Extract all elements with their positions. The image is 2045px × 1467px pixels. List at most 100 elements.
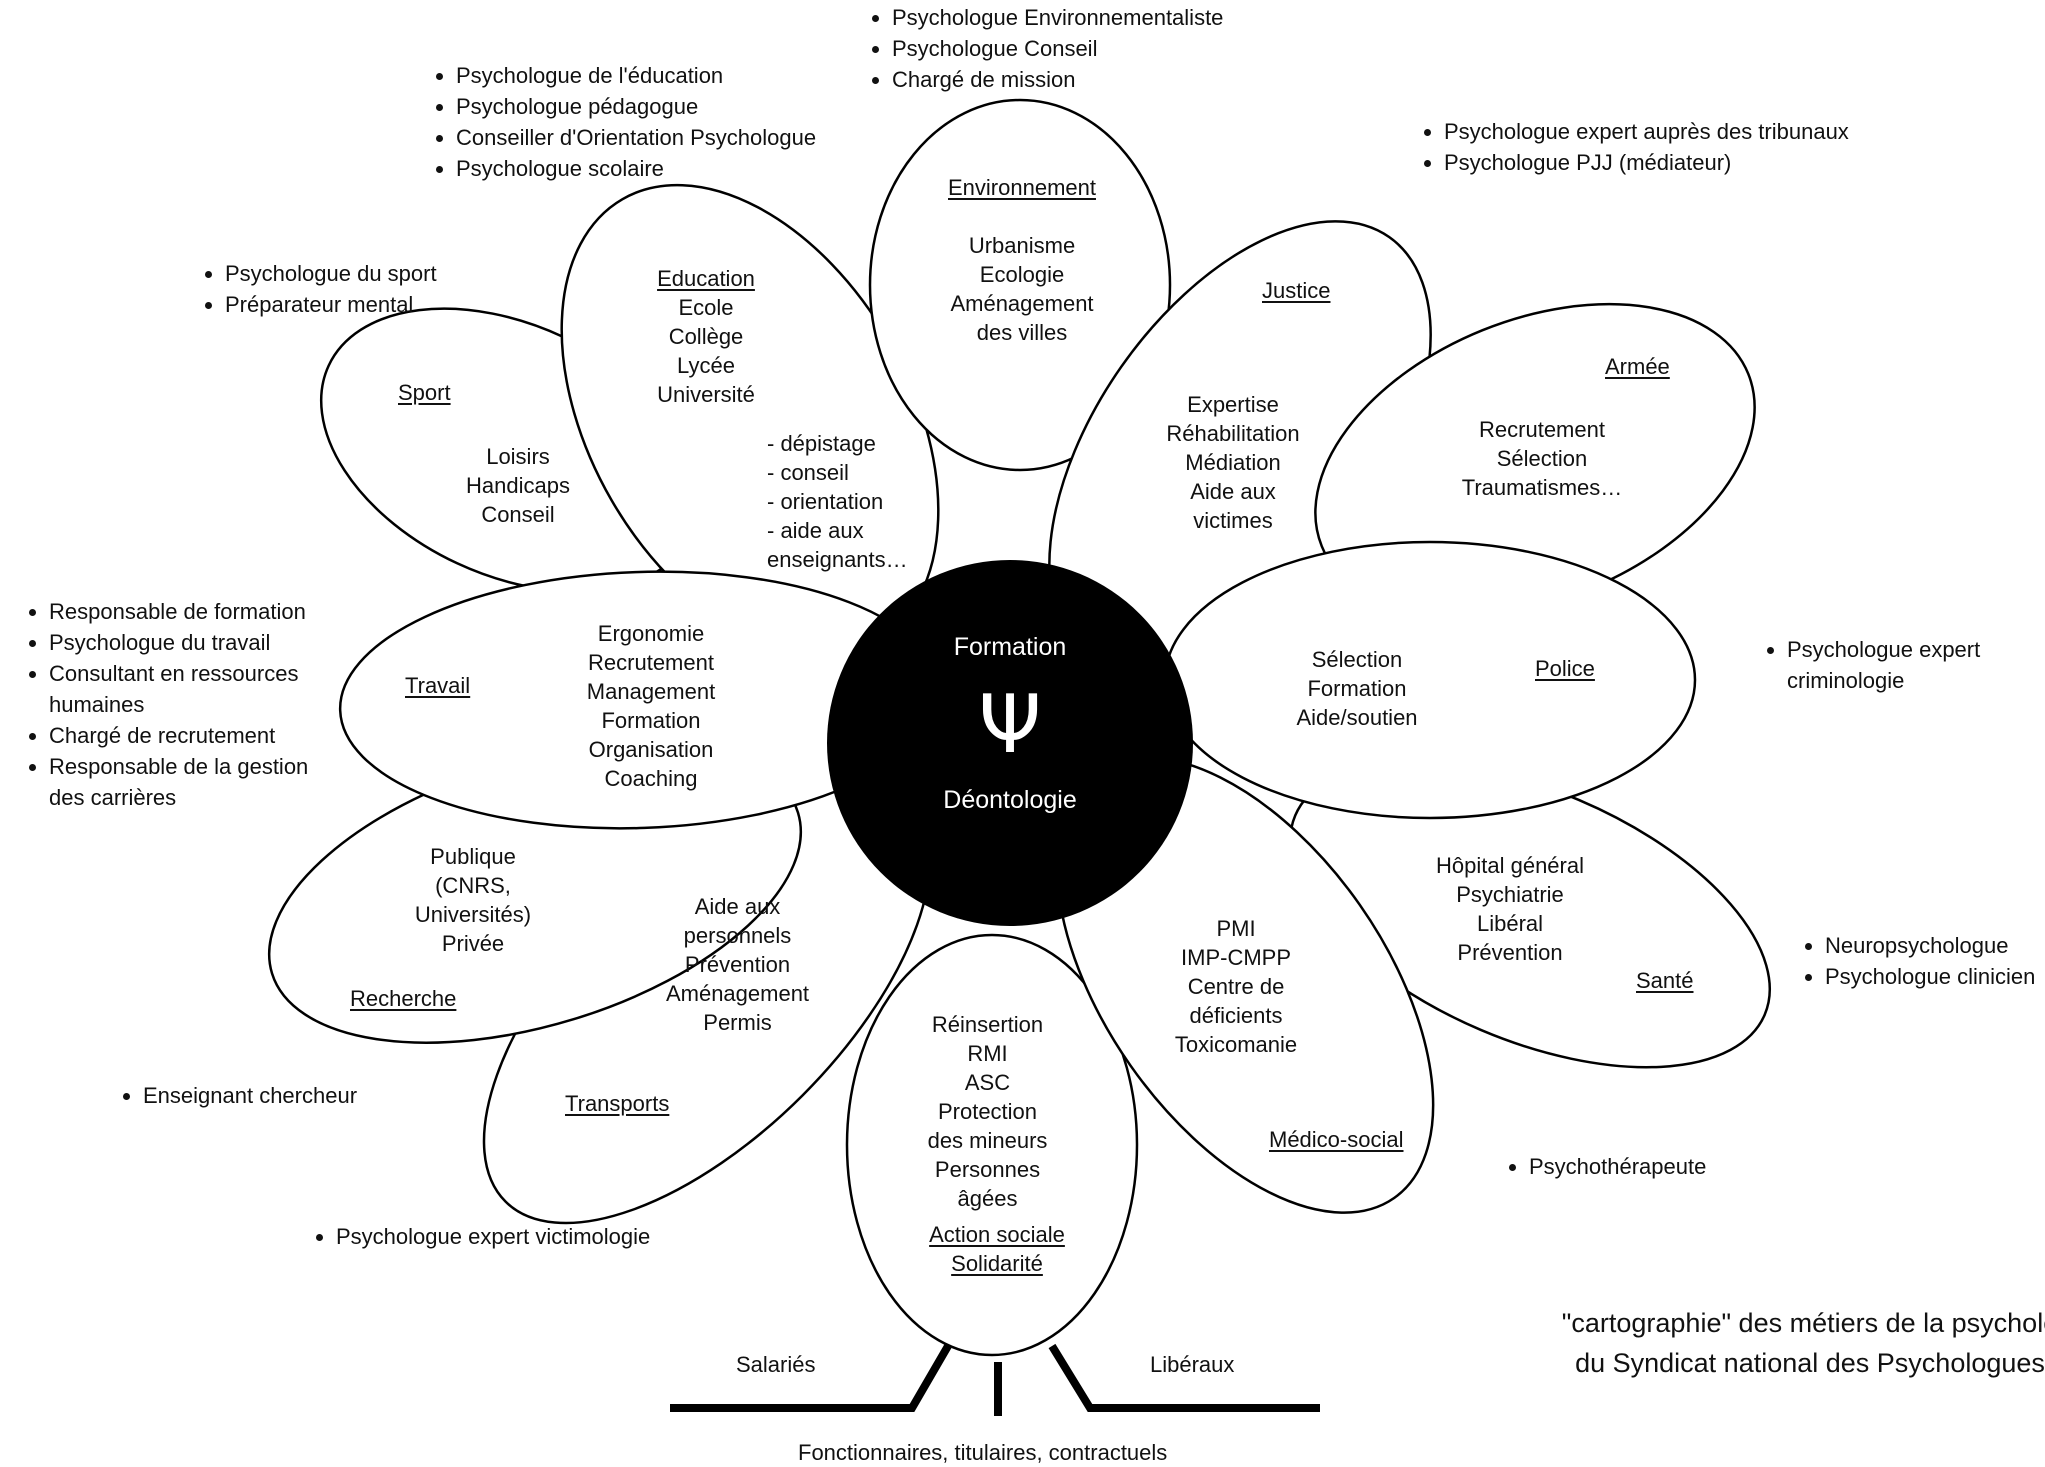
petal-title-solidarite: Solidarité (951, 1251, 1043, 1276)
task-line: - conseil (767, 460, 849, 485)
roots (670, 1343, 1320, 1416)
petal-content-transports: Aide aux personnels Prévention Aménageme… (655, 892, 820, 1037)
petal-line: Aménagement (665, 981, 810, 1006)
petal-line: Permis (703, 1010, 772, 1035)
petal-line: IMP-CMPP (1181, 945, 1291, 970)
root-right (1048, 1343, 1320, 1412)
petal-line: Université (657, 382, 755, 407)
petal-line: Réhabilitation (1166, 421, 1300, 446)
petal-tasks-education: - dépistage - conseil - orientation - ai… (767, 429, 908, 574)
petal-content-sante: Hôpital général Psychiatrie Libéral Prév… (1415, 851, 1605, 967)
job-item: Enseignant chercheur (143, 1080, 357, 1111)
job-item: Chargé de mission (892, 64, 1223, 95)
job-item: Consultant en ressources humaines (49, 658, 334, 720)
center-disc (827, 560, 1193, 926)
petal-line: Lycée (677, 353, 735, 378)
job-item: Psychologue du travail (49, 627, 334, 658)
root-left (670, 1343, 952, 1412)
petal-line: Formation (1307, 676, 1407, 701)
petal-line: Aide aux (1190, 479, 1276, 504)
task-line: - aide aux (767, 518, 864, 543)
petal-line: Organisation (588, 737, 714, 762)
root-label-liberaux: Libéraux (1150, 1352, 1235, 1377)
petal-line: Recrutement (588, 650, 714, 675)
task-line: - orientation (767, 489, 884, 514)
caption: "cartographie" des métiers de la psychol… (1530, 1303, 2045, 1383)
petal-line: Recrutement (1479, 417, 1605, 442)
petal-line: Loisirs (486, 444, 550, 469)
job-item: Neuropsychologue (1825, 930, 2035, 961)
job-item: Conseiller d'Orientation Psychologue (456, 122, 816, 153)
caption-line-1: "cartographie" des métiers de la psychol… (1561, 1308, 2045, 1338)
petal-line: Prévention (684, 952, 791, 977)
petal-line: Réinsertion (931, 1012, 1044, 1037)
job-item: Responsable de la gestion des carrières (49, 751, 334, 813)
petal-line: Formation (601, 708, 701, 733)
petal-sante (1288, 761, 1772, 1069)
petal-title-sante: Santé (1636, 968, 1694, 993)
job-item: Psychologue scolaire (456, 153, 816, 184)
petal-title-medico-social: Médico-social (1269, 1127, 1404, 1152)
petal-line: PMI (1216, 916, 1256, 941)
petal-line: Universités) (414, 902, 532, 927)
petal-line: Médiation (1185, 450, 1281, 475)
petal-line: Management (586, 679, 716, 704)
petal-action-sociale (845, 933, 1139, 1357)
job-item: Psychologue expert auprès des tribunaux (1444, 116, 1849, 147)
petal-line: Personnes (934, 1157, 1041, 1182)
petal-line: Aide aux (694, 894, 781, 919)
job-list-travail: Responsable de formation Psychologue du … (21, 596, 334, 813)
petal-line: Handicaps (466, 473, 570, 498)
job-item: Responsable de formation (49, 596, 334, 627)
job-list-sante: Neuropsychologue Psychologue clinicien (1797, 930, 2035, 992)
petal-line: Toxicomanie (1174, 1032, 1298, 1057)
petal-content-travail: Ergonomie Recrutement Management Formati… (566, 619, 736, 793)
petal-line: Privée (441, 931, 505, 956)
job-list-environnement: Psychologue Environnementaliste Psycholo… (864, 2, 1223, 95)
petal-line: Expertise (1187, 392, 1279, 417)
petal-title-transports: Transports (565, 1091, 670, 1116)
center-top-label: Formation (953, 633, 1067, 661)
job-item: Psychologue expert victimologie (336, 1221, 650, 1252)
petal-content-education: Education Ecole Collège Lycée Université (636, 264, 776, 409)
petal-line: Aide/soutien (1296, 705, 1418, 730)
petal-line: Sélection (1496, 446, 1588, 471)
job-list-police: Psychologue expert criminologie (1759, 634, 2017, 696)
petal-content-medico-social: PMI IMP-CMPP Centre de déficients Toxico… (1156, 914, 1316, 1059)
petal-title-environnement: Environnement (948, 175, 1096, 200)
petal-title-armee: Armée (1605, 354, 1670, 379)
petal-title-recherche: Recherche (350, 986, 457, 1011)
petal-line: déficients (1189, 1003, 1283, 1028)
job-item: Psychologue PJJ (médiateur) (1444, 147, 1849, 178)
petal-line: des mineurs (927, 1128, 1048, 1153)
petal-content-action-sociale: Réinsertion RMI ASC Protection des mineu… (905, 1010, 1070, 1213)
job-list-transports: Psychologue expert victimologie (308, 1221, 650, 1252)
root-label-salaries: Salariés (736, 1352, 816, 1377)
job-item: Psychologue Environnementaliste (892, 2, 1223, 33)
petal-title-sport: Sport (398, 380, 451, 405)
job-list-justice: Psychologue expert auprès des tribunaux … (1416, 116, 1849, 178)
task-line: enseignants… (767, 547, 908, 572)
job-item: Psychologue Conseil (892, 33, 1223, 64)
petal-environnement (868, 98, 1172, 472)
petal-titles-action-sociale: Action sociale Solidarité (912, 1220, 1082, 1278)
job-item: Chargé de recrutement (49, 720, 334, 751)
job-item: Psychologue du sport (225, 258, 437, 289)
petal-title-education: Education (657, 266, 755, 291)
petal-line: âgées (957, 1186, 1018, 1211)
job-item: Psychologue clinicien (1825, 961, 2035, 992)
job-item: Psychologue de l'éducation (456, 60, 816, 91)
petal-line: Sélection (1311, 647, 1403, 672)
petal-line: Ecologie (979, 262, 1065, 287)
petal-content-sport: Loisirs Handicaps Conseil (438, 442, 598, 529)
petal-title-travail: Travail (405, 673, 471, 698)
job-list-recherche: Enseignant chercheur (115, 1080, 357, 1111)
petal-content-police: Sélection Formation Aide/soutien (1272, 645, 1442, 732)
petal-line: Coaching (604, 766, 698, 791)
petal-line: Prévention (1457, 940, 1563, 965)
petal-line: (CNRS, (435, 873, 511, 898)
petal-title-action-sociale: Action sociale (929, 1222, 1065, 1247)
petal-title-police: Police (1535, 656, 1595, 681)
petal-line: Ergonomie (597, 621, 705, 646)
